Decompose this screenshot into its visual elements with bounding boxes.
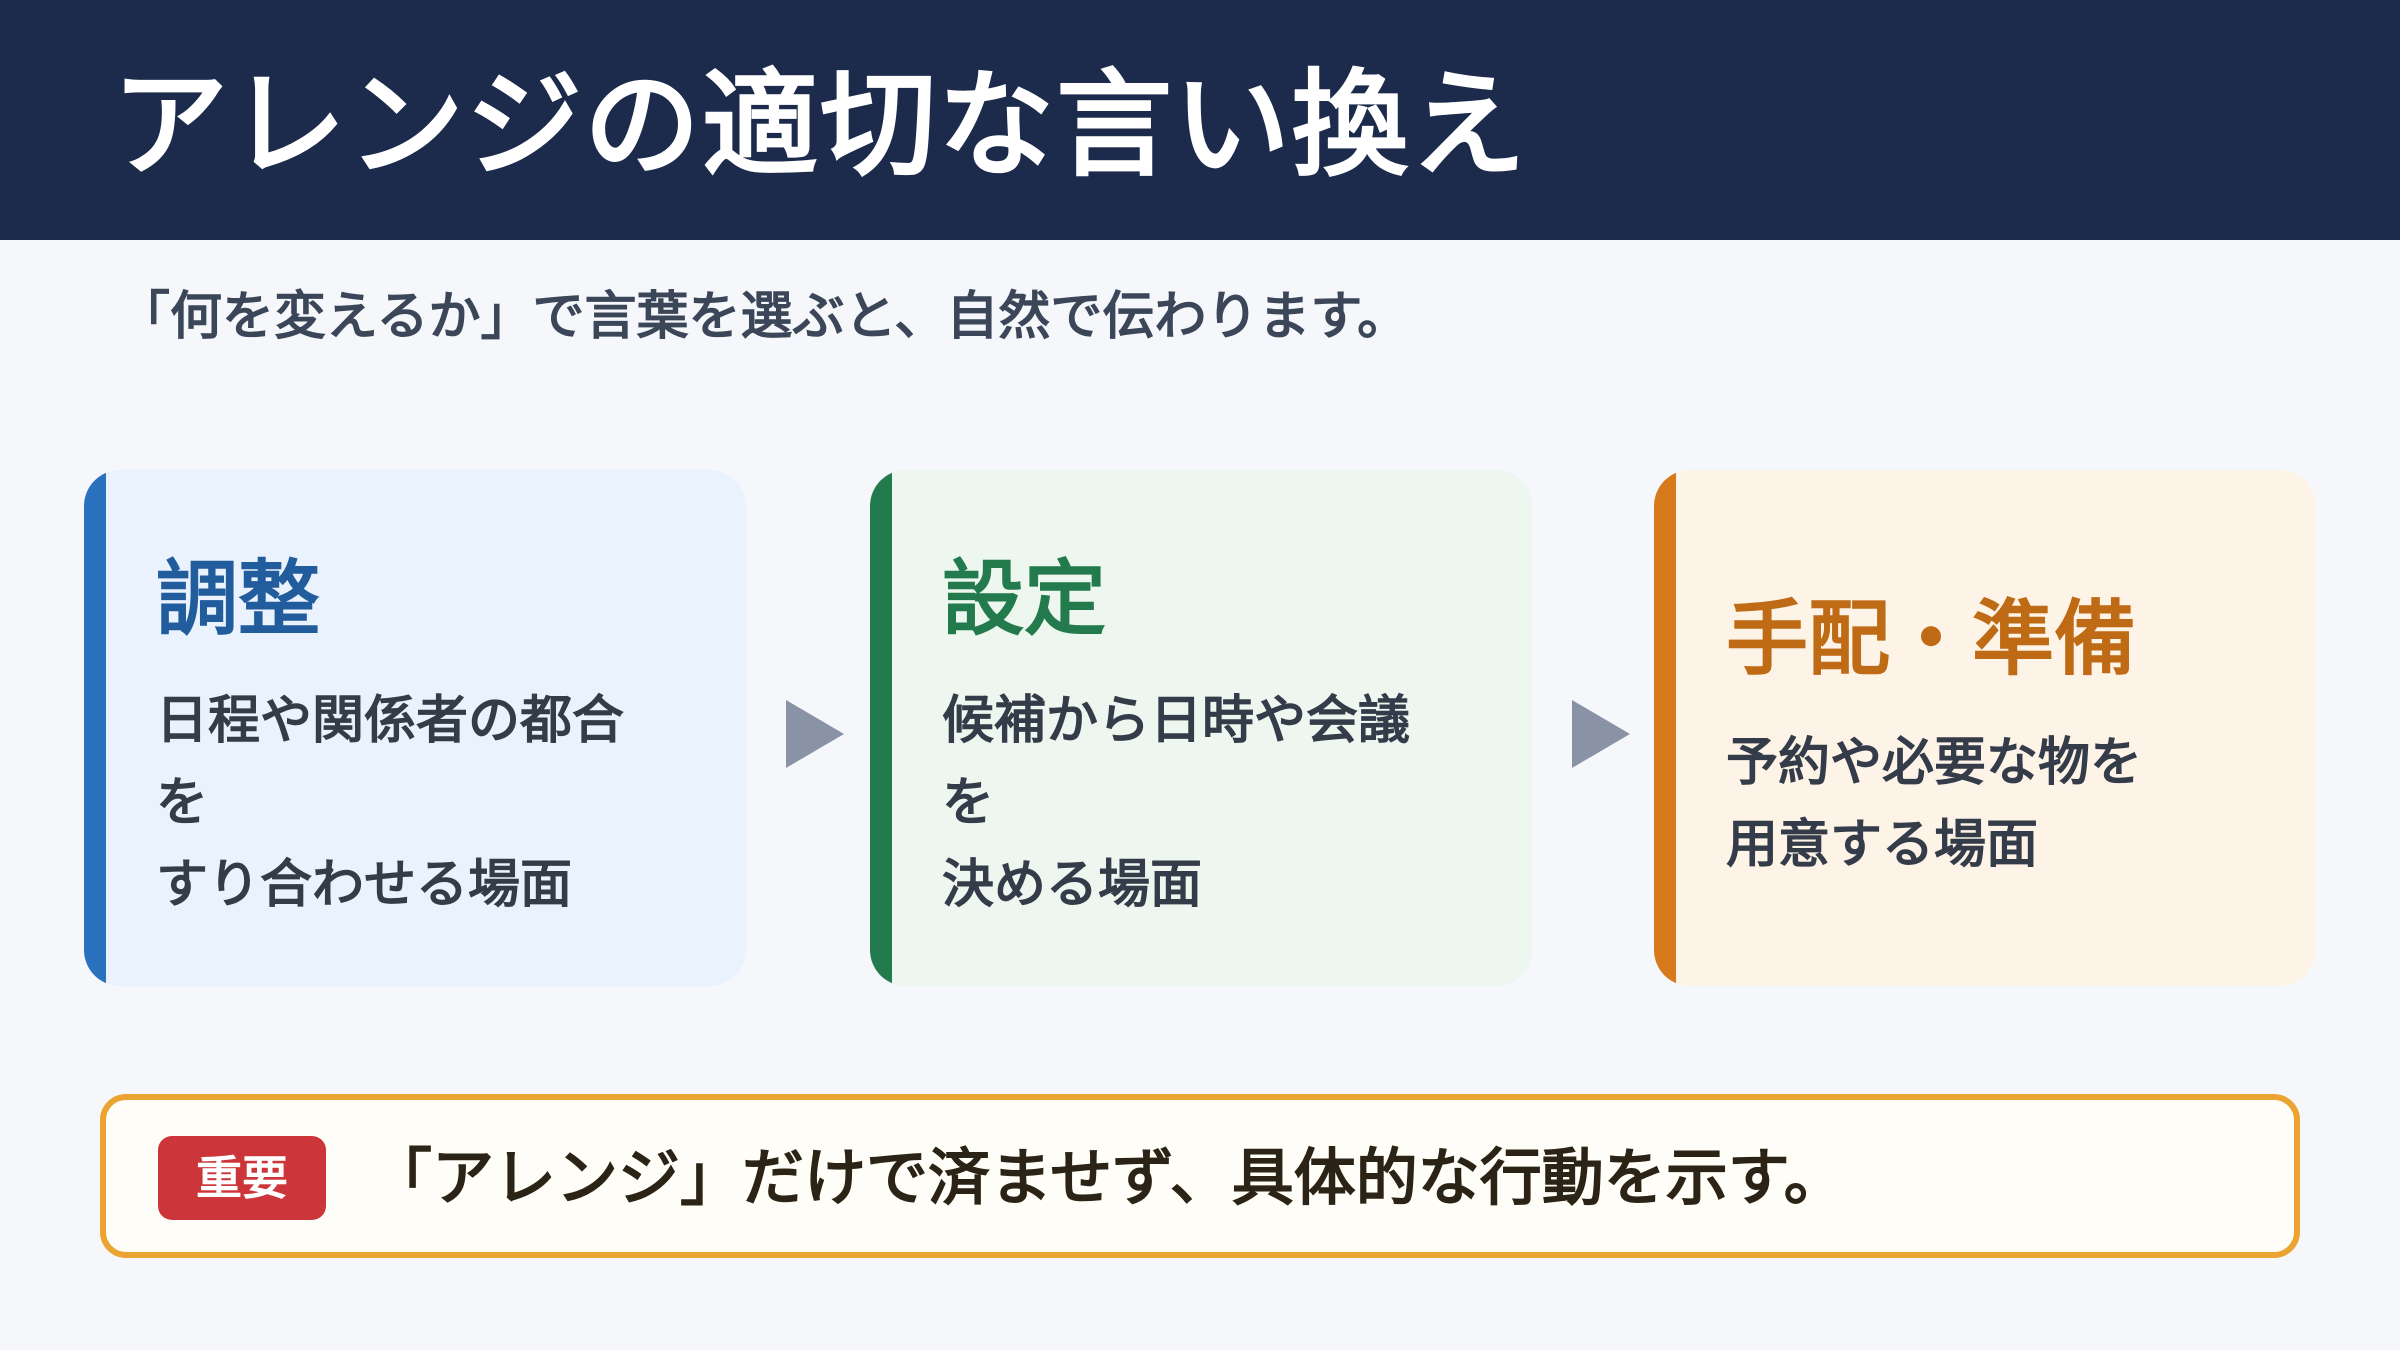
card-setting: 設定 候補から日時や会議 を 決める場面 — [870, 470, 1532, 986]
card-description: 予約や必要な物を 用意する場面 — [1726, 733, 2143, 875]
arrow-right-icon — [1572, 700, 1630, 768]
important-badge: 重要 — [158, 1136, 326, 1220]
card-accent-bar — [84, 470, 106, 986]
card-accent-bar — [1654, 470, 1676, 986]
card-accent-bar — [870, 470, 892, 986]
card-description: 日程や関係者の都合 を すり合わせる場面 — [156, 691, 625, 915]
card-arrangement: 手配・準備 予約や必要な物を 用意する場面 — [1654, 470, 2316, 986]
arrow-right-icon — [786, 700, 844, 768]
card-title: 調整 — [156, 552, 321, 647]
important-note: 重要 「アレンジ」だけで済ませず、具体的な行動を示す。 — [100, 1094, 2300, 1258]
card-title: 手配・準備 — [1726, 592, 2137, 687]
page-subtitle: 「何を変えるか」で言葉を選ぶと、自然で伝わります。 — [118, 287, 1410, 347]
header-bar: アレンジの適切な言い換え — [0, 0, 2400, 240]
card-title: 設定 — [942, 552, 1107, 647]
card-description: 候補から日時や会議 を 決める場面 — [942, 691, 1411, 915]
card-adjust: 調整 日程や関係者の都合 を すり合わせる場面 — [84, 470, 746, 986]
note-text: 「アレンジ」だけで済ませず、具体的な行動を示す。 — [370, 1141, 1846, 1214]
page-title: アレンジの適切な言い換え — [112, 58, 1528, 193]
